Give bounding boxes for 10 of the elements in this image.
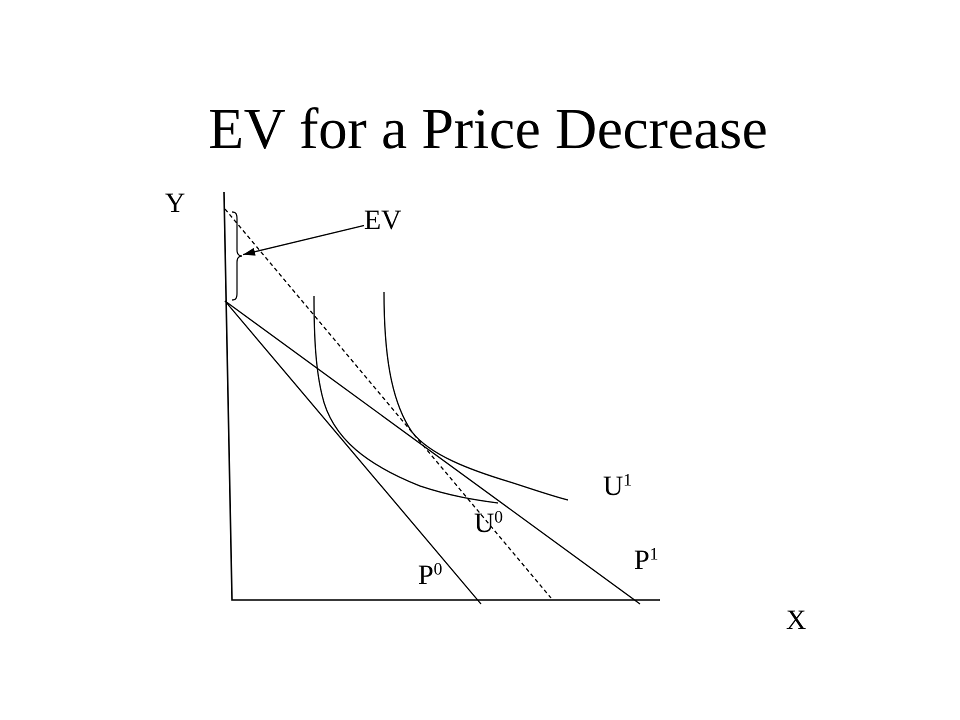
axis-label: Y <box>165 190 186 218</box>
line-label: P$^{0}$ <box>418 562 442 590</box>
diagram-title: EV for a Price Decrease <box>208 100 768 158</box>
curly-brace <box>231 211 243 301</box>
axis-label: X <box>786 607 806 635</box>
callout-text: EV <box>364 207 402 235</box>
line-label: P$^{1}$ <box>634 547 658 575</box>
curve-label: U$^{0}$ <box>474 510 503 538</box>
leader-arrow <box>242 224 364 256</box>
curve-label: U$^{1}$ <box>603 473 632 501</box>
